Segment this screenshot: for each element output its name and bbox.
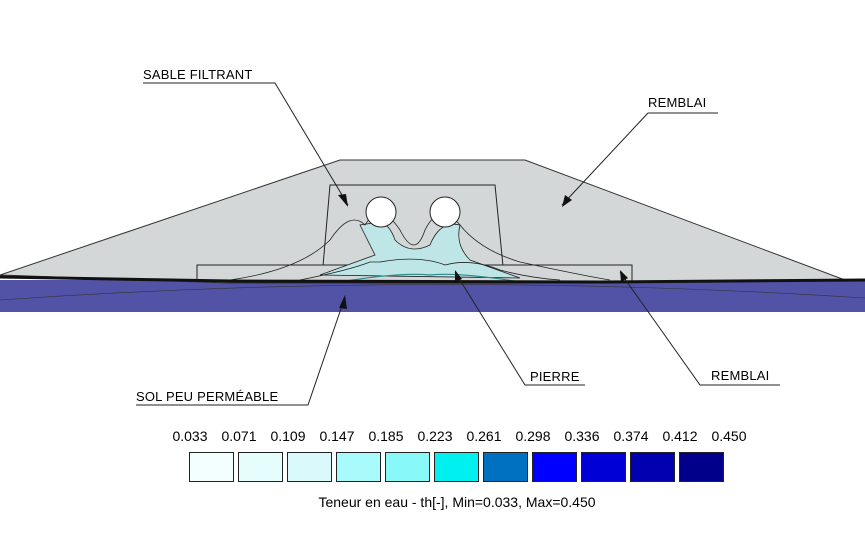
legend-tick: 0.071: [221, 428, 257, 444]
legend-swatch: [287, 452, 332, 482]
legend-tick: 0.261: [466, 428, 502, 444]
legend-swatch: [434, 452, 479, 482]
legend-caption: Teneur en eau - th[-], Min=0.033, Max=0.…: [318, 494, 596, 510]
legend-tick: 0.223: [417, 428, 453, 444]
legend-tick: 0.147: [319, 428, 355, 444]
legend-tick: 0.109: [270, 428, 306, 444]
label-remblai-top: REMBLAI: [648, 95, 707, 110]
label-remblai-bottom: REMBLAI: [711, 368, 770, 383]
legend-swatch: [679, 452, 724, 482]
legend-swatch: [532, 452, 577, 482]
contour-3: [339, 273, 521, 283]
label-sable-filtrant: SABLE FILTRANT: [143, 67, 253, 82]
legend-swatch: [189, 452, 234, 482]
soil-contour: [0, 284, 865, 301]
label-pierre: PIERRE: [530, 369, 580, 384]
legend-swatch: [238, 452, 283, 482]
legend-swatch: [385, 452, 430, 482]
legend-tick: 0.412: [662, 428, 698, 444]
legend-swatch: [581, 452, 626, 482]
legend-tick: 0.185: [368, 428, 404, 444]
legend-swatch: [630, 452, 675, 482]
soil-layer: [0, 280, 865, 312]
ground-line: [0, 275, 865, 284]
legend-tick: 0.336: [564, 428, 600, 444]
legend-swatch: [483, 452, 528, 482]
legend-tick: 0.033: [172, 428, 208, 444]
leader-lines: [136, 82, 780, 406]
pipe-left: [365, 196, 397, 228]
legend-tick: 0.374: [613, 428, 649, 444]
contour-2: [299, 258, 561, 281]
contour-1: [229, 213, 611, 281]
pipe-right: [429, 196, 461, 228]
label-sol: SOL PEU PERMÉABLE: [136, 389, 279, 404]
legend-swatch: [336, 452, 381, 482]
legend-tick: 0.450: [711, 428, 747, 444]
arrowheads: [338, 194, 628, 309]
legend-tick: 0.298: [515, 428, 551, 444]
